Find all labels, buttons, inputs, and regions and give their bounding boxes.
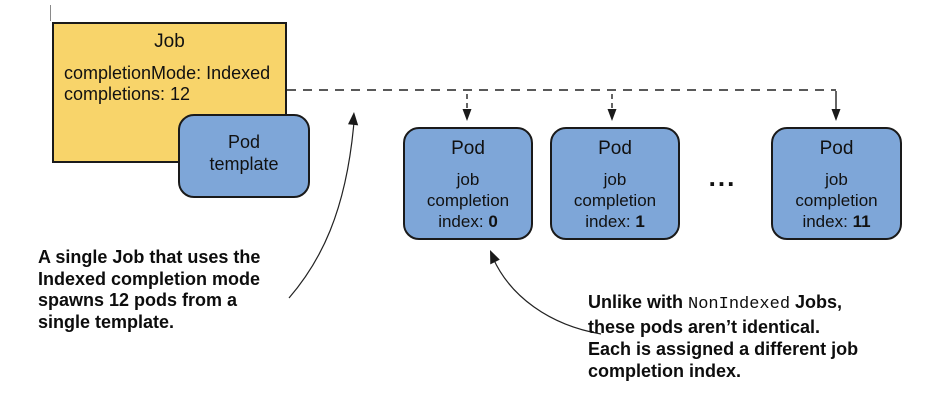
pod-body-line1: job <box>603 170 627 189</box>
annotation-left-line2: Indexed completion mode <box>38 268 261 289</box>
pod-index-value: 0 <box>488 212 498 231</box>
pod-body-line2: completion <box>573 191 657 210</box>
annotation-right-line1-prefix: Unlike with <box>588 292 689 312</box>
pod-index-line: index: 11 <box>773 211 900 232</box>
top-left-tick-mark <box>50 5 51 21</box>
annotation-left: A single Job that uses the Indexed compl… <box>38 247 260 333</box>
pod-title: Pod <box>819 138 854 159</box>
pod-body-line2: completion <box>795 191 878 210</box>
down-arrow-icon-pod-1 <box>607 109 617 121</box>
pod-body: job completion index: 11 <box>773 169 900 232</box>
annotation-right-line3: Each is assigned a different job <box>588 339 859 359</box>
up-arrowhead-icon-right-note <box>490 250 500 265</box>
annotation-right-line1-suffix: Jobs, <box>790 292 843 312</box>
pod-index-line: index: 1 <box>552 211 678 232</box>
pod-title: Pod <box>598 138 632 159</box>
pod-title: Pod <box>451 138 485 159</box>
annotation-left-line4: single template. <box>38 311 175 332</box>
pod-template-line1: Pod <box>227 132 261 152</box>
pod-index-value: 1 <box>635 212 645 231</box>
curved-arrow-right-note <box>492 257 602 335</box>
annotation-right: Unlike with NonIndexed Jobs, these pods … <box>588 291 858 382</box>
pod-index-label: index: <box>585 212 631 231</box>
annotation-left-line1: A single Job that uses the <box>38 247 261 267</box>
pod-index-label: index: <box>802 212 848 231</box>
up-arrowhead-icon-left-note <box>348 112 359 126</box>
pod-index-label: index: <box>438 212 484 231</box>
annotation-right-line1-mono: NonIndexed <box>688 295 791 314</box>
job-box-title: Job <box>154 31 185 52</box>
pod-template-line2: template <box>209 154 279 174</box>
pod-box-index-11: Pod job completion index: 11 <box>771 127 902 240</box>
job-completions-line: completions: 12 <box>64 84 191 104</box>
pod-box-index-0: Pod job completion index: 0 <box>403 127 533 240</box>
job-box: Job completionMode: Indexed completions:… <box>52 22 287 163</box>
pod-body: job completion index: 0 <box>405 169 531 232</box>
pod-body-line2: completion <box>426 191 510 210</box>
pod-body-line1: job <box>825 170 848 189</box>
pod-body: job completion index: 1 <box>552 169 678 232</box>
pod-body-line1: job <box>456 170 480 189</box>
annotation-left-line3: spawns 12 pods from a <box>38 290 238 310</box>
annotation-right-line1: Unlike with NonIndexed Jobs, <box>588 291 858 316</box>
ellipsis-more-pods: ... <box>708 162 737 192</box>
pod-template-box: Pod template <box>178 114 310 198</box>
job-box-body: completionMode: Indexed completions: 12 <box>64 63 285 105</box>
down-arrow-icon-pod-0 <box>462 109 472 121</box>
annotation-right-line2: these pods aren’t identical. <box>588 317 821 337</box>
pod-box-index-1: Pod job completion index: 1 <box>550 127 680 240</box>
down-arrow-icon-pod-11 <box>831 109 841 121</box>
pod-index-line: index: 0 <box>405 211 531 232</box>
annotation-right-line4: completion index. <box>588 361 742 381</box>
job-completion-mode-line: completionMode: Indexed <box>64 63 271 83</box>
pod-index-value: 11 <box>852 212 871 231</box>
